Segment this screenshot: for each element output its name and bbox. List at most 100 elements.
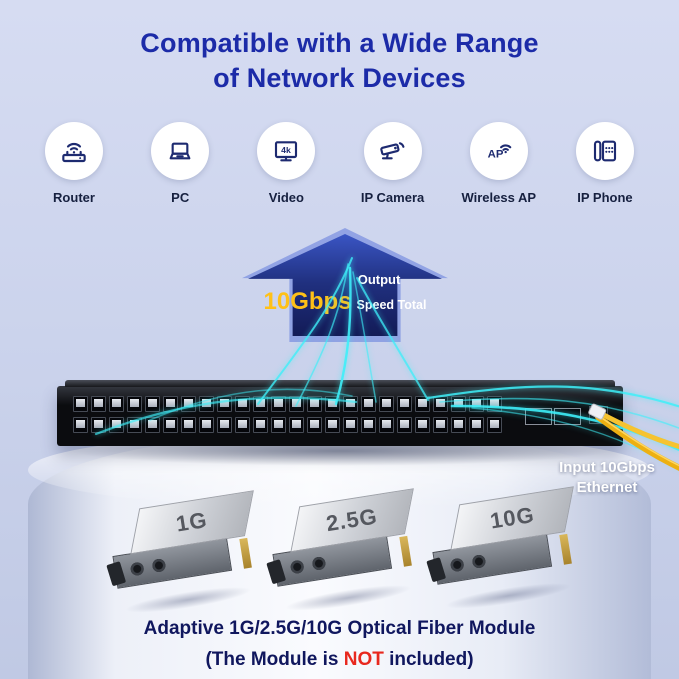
rj45-port	[127, 396, 142, 412]
port-row	[73, 417, 502, 433]
sfp-slot	[525, 408, 552, 425]
device-ip-camera: IP Camera	[347, 122, 439, 205]
device-label: Router	[53, 190, 95, 205]
caption-line-1: Adaptive 1G/2.5G/10G Optical Fiber Modul…	[143, 618, 536, 639]
rj45-port	[235, 396, 250, 412]
rj45-port	[199, 417, 214, 433]
rj45-port	[253, 396, 268, 412]
rj45-port	[469, 396, 484, 412]
rj45-port	[343, 396, 358, 412]
port-panel	[73, 396, 502, 433]
rj45-port	[235, 417, 250, 433]
device-label: Video	[268, 190, 304, 205]
rj45-port	[307, 396, 322, 412]
video-4k-badge: 4k	[282, 145, 292, 155]
title-line-2: of Network Devices	[213, 62, 466, 93]
module-label: 2.5G	[324, 503, 380, 537]
rj45-port	[109, 396, 124, 412]
rj45-port	[109, 417, 124, 433]
rj45-port	[361, 396, 376, 412]
device-row: Router PC 4k Video	[28, 122, 651, 205]
device-router: Router	[28, 122, 120, 205]
rj45-port	[145, 396, 160, 412]
module-label: 1G	[174, 506, 210, 537]
lc-port-hole	[311, 556, 327, 571]
rj45-port	[469, 417, 484, 433]
video-4k-icon: 4k	[257, 122, 316, 180]
rj45-port	[487, 396, 502, 412]
lc-port-hole	[151, 558, 167, 573]
rj45-port	[415, 417, 430, 433]
module-label: 10G	[488, 501, 536, 534]
rj45-port	[91, 417, 106, 433]
rj45-port	[379, 396, 394, 412]
rj45-port	[73, 417, 88, 433]
lc-port-hole	[471, 554, 487, 569]
page-title: Compatible with a Wide Range of Network …	[0, 26, 679, 95]
pc-icon	[151, 122, 210, 180]
bottom-caption: Adaptive 1G/2.5G/10G Optical Fiber Modul…	[0, 613, 679, 676]
lc-port-hole	[449, 557, 465, 573]
ip-camera-icon	[363, 122, 422, 180]
rj45-port	[325, 396, 340, 412]
module-gold-fingers	[239, 537, 252, 569]
rj45-port	[163, 417, 178, 433]
rj45-port	[487, 417, 502, 433]
rj45-port	[91, 396, 106, 412]
rj45-port	[199, 396, 214, 412]
output-label: Output	[357, 272, 401, 287]
ap-badge: AP	[487, 149, 503, 161]
rj45-port	[145, 417, 160, 433]
sfp-slot	[554, 408, 581, 425]
router-icon	[45, 122, 103, 180]
rj45-port	[163, 396, 178, 412]
rj45-port	[433, 417, 448, 433]
rj45-port	[289, 417, 304, 433]
ip-phone-icon	[575, 122, 634, 180]
wireless-ap-icon: AP	[469, 122, 528, 180]
rj45-port	[73, 396, 88, 412]
device-label: IP Camera	[360, 190, 425, 205]
module-gold-fingers	[559, 533, 572, 565]
output-speed-value: 10Gbps	[263, 288, 352, 315]
device-label: Wireless AP	[461, 190, 537, 205]
device-video: 4k Video	[240, 122, 332, 205]
device-label: PC	[171, 190, 190, 205]
network-switch	[57, 380, 623, 446]
output-speed-suffix: Speed Total	[356, 298, 427, 312]
caption-line-2: (The Module is NOT included)	[0, 644, 679, 675]
rj45-port	[343, 417, 358, 433]
caption-suffix: included)	[383, 649, 474, 671]
rj45-port	[217, 417, 232, 433]
rj45-port	[289, 396, 304, 412]
port-row	[73, 396, 502, 412]
rj45-port	[361, 417, 376, 433]
caption-prefix: (The Module is	[205, 649, 344, 671]
output-arrow: Output 10Gbps Speed Total	[242, 228, 448, 342]
lc-port-hole	[129, 561, 145, 577]
rj45-port	[181, 417, 196, 433]
module-gold-fingers	[399, 535, 412, 567]
device-ip-phone: IP Phone	[559, 122, 651, 205]
rj45-port	[397, 417, 412, 433]
caption-not-word: NOT	[343, 649, 384, 671]
rj45-port	[433, 396, 448, 412]
rj45-port	[217, 396, 232, 412]
device-pc: PC	[134, 122, 226, 205]
title-line-1: Compatible with a Wide Range	[140, 28, 539, 58]
rj45-port	[271, 396, 286, 412]
rj45-port	[325, 417, 340, 433]
rj45-port	[253, 417, 268, 433]
rj45-port	[271, 417, 286, 433]
uplink-port	[589, 406, 608, 424]
rj45-port	[397, 396, 412, 412]
input-label-line-1: Input 10Gbps	[559, 459, 655, 476]
input-label-line-2: Ethernet	[576, 478, 638, 496]
rj45-port	[379, 417, 394, 433]
rj45-port	[127, 417, 142, 433]
input-ethernet-label: Input 10Gbps Ethernet	[541, 458, 673, 497]
lc-port-hole	[289, 559, 305, 575]
rj45-port	[415, 396, 430, 412]
output-arrow-text: Output 10Gbps Speed Total	[248, 272, 442, 316]
